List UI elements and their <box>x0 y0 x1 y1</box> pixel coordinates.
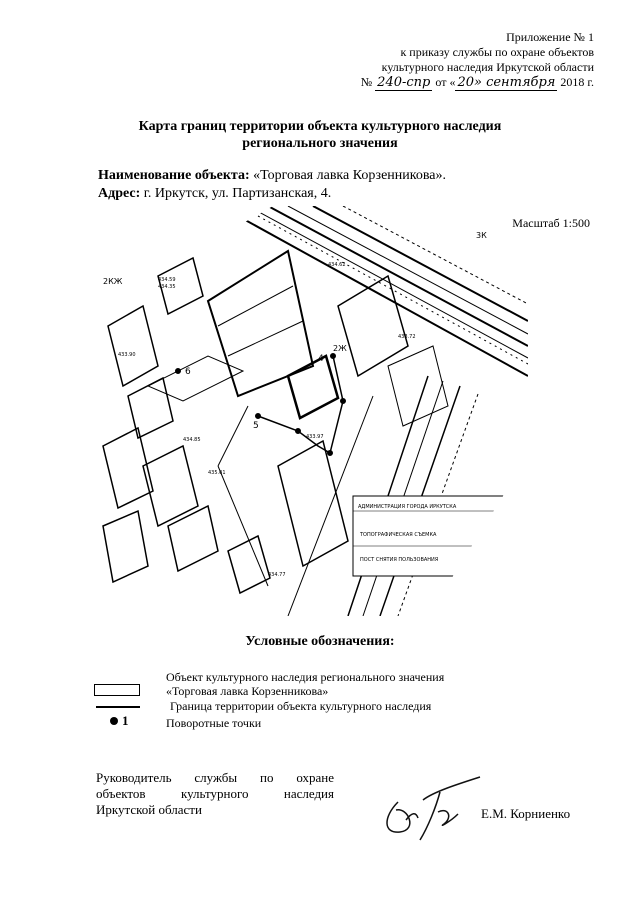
sig-line2: объектов культурного наследия <box>96 786 334 801</box>
signatory-name: Е.М. Корниенко <box>481 806 571 821</box>
elev-6: 435.01 <box>208 470 226 476</box>
stamp-line2: ТОПОГРАФИЧЕСКАЯ СЪЕМКА <box>359 532 437 538</box>
main-building <box>206 249 315 398</box>
elev-4: 434.62 <box>328 262 346 268</box>
turning-points <box>175 353 346 456</box>
label-3k: 3К <box>476 231 487 240</box>
elev-9: 434.77 <box>268 572 286 578</box>
object-name-label: Наименование объекта: <box>98 168 250 183</box>
legend-item-object: Объект культурного наследия региональног… <box>166 670 444 698</box>
address-value: г. Иркутск, ул. Партизанская, 4. <box>143 186 332 201</box>
appendix-line3: культурного наследия Иркутской области <box>381 60 594 74</box>
elev-3: 433.97 <box>306 434 324 440</box>
address-label: Адрес: <box>98 186 141 201</box>
sig-line3: Иркутской области <box>96 802 202 817</box>
order-year: 2018 г. <box>560 75 594 89</box>
legend-object-text1: Объект культурного наследия региональног… <box>166 670 445 684</box>
appendix-line2: к приказу службы по охране объектов <box>400 45 594 59</box>
appendix-number-line: № 240-спр от «20» сентября 2018 г. <box>294 75 594 91</box>
date-from: от « <box>435 75 456 89</box>
boundary-line <box>257 355 344 455</box>
appendix-block: Приложение № 1 к приказу службы по охран… <box>294 30 594 91</box>
title-line1: Карта границ территории объекта культурн… <box>138 119 502 134</box>
elev-7: 434.85 <box>183 437 201 443</box>
map-scale: Масштаб 1:500 <box>512 216 590 230</box>
cadastral-map: 4 5 6 2Ж 3К 2КЖ 434.59 434.35 433.97 434… <box>102 206 528 616</box>
signature-block: Руководитель службы по охране объектов к… <box>96 770 334 818</box>
appendix-line1: Приложение № 1 <box>506 30 594 44</box>
legend-point-text: Поворотные точки <box>166 716 262 730</box>
object-name-line: Наименование объекта: «Торговая лавка Ко… <box>98 168 446 184</box>
street-band <box>237 206 528 377</box>
elev-1: 434.59 <box>158 277 176 283</box>
stamp-line1: АДМИНИСТРАЦИЯ ГОРОДА ИРКУТСКА <box>358 504 457 510</box>
number-prefix: № <box>360 75 373 89</box>
stamp-line3: ПОСТ СНЯТИЯ ПОЛЬЗОВАНИЯ <box>360 557 438 563</box>
elev-8: 433.90 <box>118 352 136 358</box>
legend-object-text2: «Торговая лавка Корзенникова» <box>166 684 329 698</box>
point-label-6: 6 <box>185 367 191 377</box>
elev-5: 433.72 <box>398 334 416 340</box>
object-name-value: «Торговая лавка Корзенникова». <box>253 168 446 183</box>
legend-object-symbol <box>94 684 140 696</box>
legend-point-number: 1 <box>122 713 129 728</box>
address-line: Адрес: г. Иркутск, ул. Партизанская, 4. <box>98 186 331 202</box>
buildings-mid <box>217 274 449 595</box>
heritage-object-outline <box>286 354 340 420</box>
order-date: 20» сентября <box>455 75 558 91</box>
point-label-4: 4 <box>318 354 324 364</box>
title-line2: регионального значения <box>242 136 398 151</box>
handwritten-signature <box>386 776 481 841</box>
legend-point-symbol <box>110 717 118 725</box>
buildings-left <box>102 256 245 584</box>
legend-boundary-text: Граница территории объекта культурного н… <box>170 699 432 713</box>
order-number: 240-спр <box>375 75 433 91</box>
legend-boundary-symbol <box>96 706 140 708</box>
label-2kzh: 2КЖ <box>103 277 123 286</box>
document-title: Карта границ территории объекта культурн… <box>0 118 640 152</box>
label-2zh: 2Ж <box>333 344 347 353</box>
sig-line1: Руководитель службы по охране <box>96 770 334 785</box>
point-label-5: 5 <box>253 421 259 431</box>
legend-title: Условные обозначения: <box>245 634 395 649</box>
elev-2: 434.35 <box>158 284 176 290</box>
